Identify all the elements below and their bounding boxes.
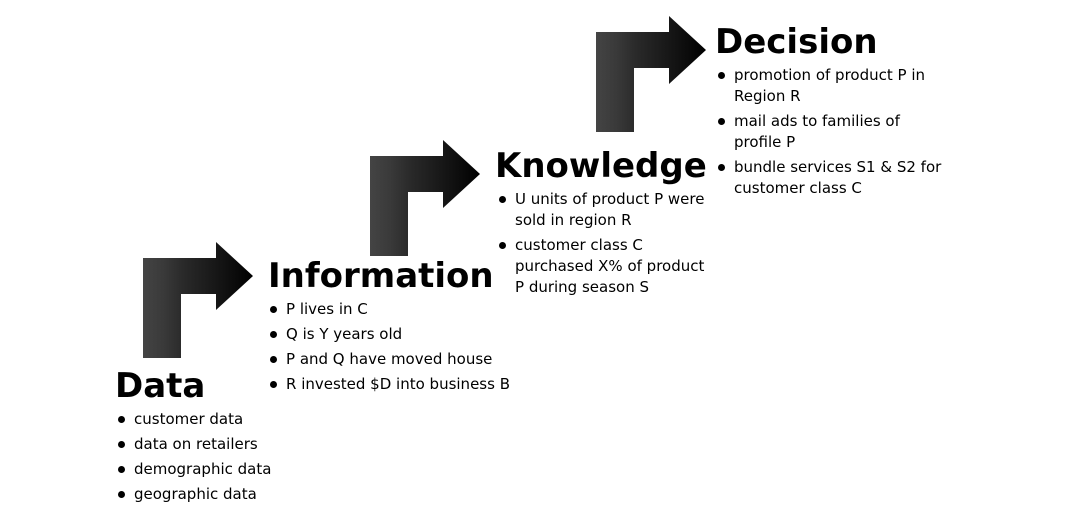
stage-items-data: customer data data on retailers demograp… [116,409,316,509]
list-item: customer class C purchased X% of product… [497,235,707,298]
list-item: P and Q have moved house [268,349,518,370]
list-item: mail ads to families of profile P [716,111,951,153]
stage-items-knowledge: U units of product P were sold in region… [497,189,707,302]
list-item: bundle services S1 & S2 for customer cla… [716,157,951,199]
bent-arrow-icon [370,140,480,256]
list-item: R invested $D into business B [268,374,518,395]
list-item: P lives in C [268,299,518,320]
list-item: promotion of product P in Region R [716,65,951,107]
bent-arrow-icon [143,242,253,358]
stage-title-information: Information [268,256,494,296]
stage-items-decision: promotion of product P in Region R mail … [716,65,951,203]
list-item: geographic data [116,484,316,505]
list-item: data on retailers [116,434,316,455]
bent-arrow-icon [596,16,706,132]
list-item: Q is Y years old [268,324,518,345]
list-item: U units of product P were sold in region… [497,189,707,231]
list-item: demographic data [116,459,316,480]
list-item: customer data [116,409,316,430]
stage-title-data: Data [115,366,206,406]
stage-title-knowledge: Knowledge [495,146,707,186]
stage-title-decision: Decision [715,22,878,62]
stage-items-information: P lives in C Q is Y years old P and Q ha… [268,299,518,399]
